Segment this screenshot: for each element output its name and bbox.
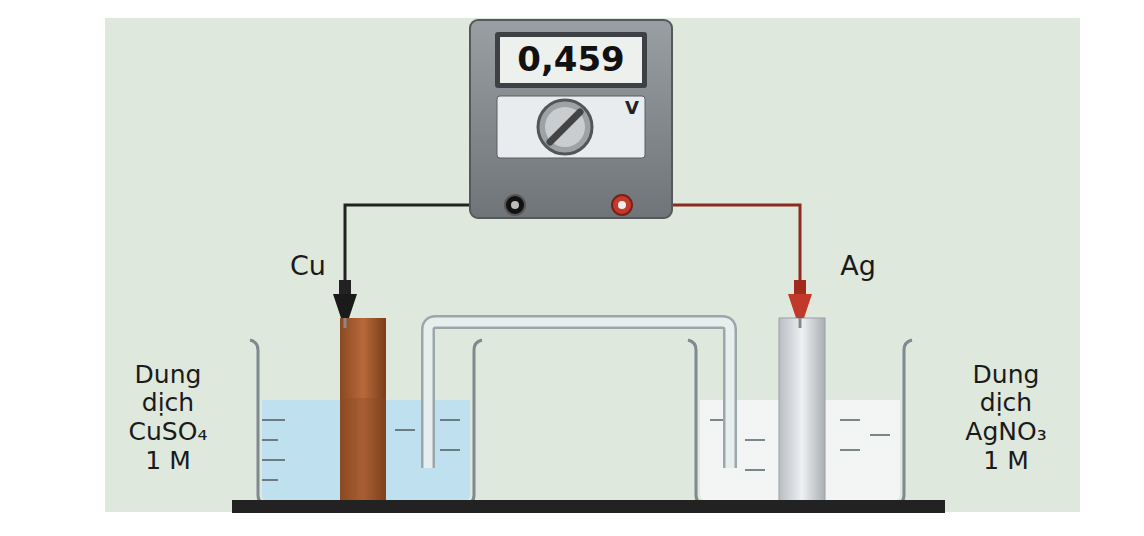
solution-label: Dung dịch AgNO₃ 1 M: [956, 361, 1056, 476]
silver-electrode: [779, 318, 825, 502]
copper-electrode: [340, 318, 386, 502]
salt-bridge: [428, 322, 730, 468]
solution-label: Dung dịch CuSO₄ 1 M: [118, 361, 218, 476]
electrode-label: Ag: [823, 250, 893, 281]
voltmeter: [470, 20, 672, 218]
electrode-label: Cu: [273, 250, 343, 281]
red-clip: [788, 280, 812, 328]
bench: [232, 500, 945, 513]
unit-symbol: V: [617, 98, 647, 119]
voltage-reading: 0,459: [501, 40, 641, 79]
background-panel: [105, 18, 1080, 512]
black-clip: [333, 280, 357, 328]
